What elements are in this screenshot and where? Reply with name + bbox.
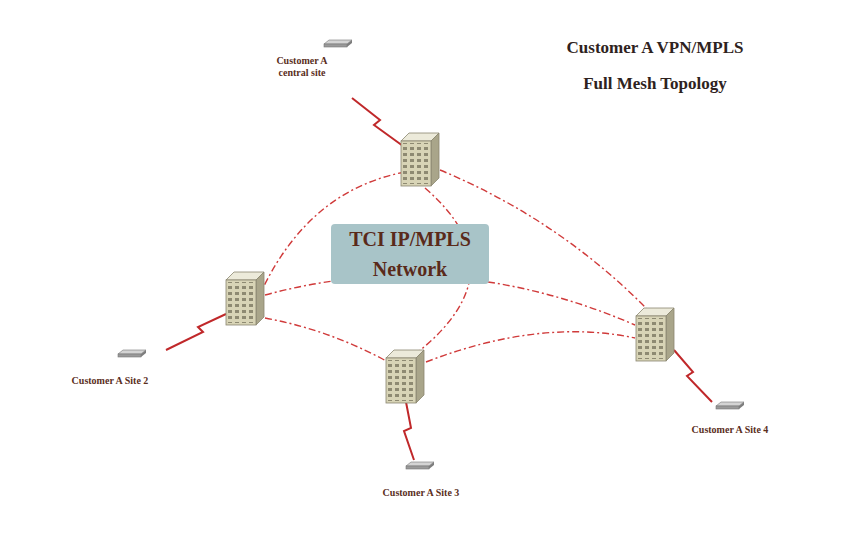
site-label: Customer A Site 3 bbox=[383, 487, 460, 499]
ce-devices bbox=[118, 40, 744, 469]
site-label: Customer A Site 4 bbox=[692, 424, 769, 436]
site-cloud: Customer A Site 2 bbox=[42, 340, 178, 422]
provider-cloud: TCI IP/MPLS Network bbox=[125, 118, 695, 390]
site-label: Customer A Site 2 bbox=[72, 375, 149, 387]
network-label: TCI IP/MPLS Network bbox=[331, 224, 489, 284]
site-cloud: Customer A Site 4 bbox=[660, 390, 800, 470]
site-cloud: Customer A central site bbox=[232, 26, 372, 108]
pe-routers bbox=[226, 133, 674, 403]
site-cloud: Customer A Site 3 bbox=[348, 452, 494, 534]
diagram-title: Customer A VPN/MPLS Full Mesh Topology bbox=[564, 30, 746, 102]
access-links bbox=[166, 98, 712, 460]
site-label: Customer A central site bbox=[261, 55, 343, 79]
mesh-links bbox=[262, 170, 650, 362]
